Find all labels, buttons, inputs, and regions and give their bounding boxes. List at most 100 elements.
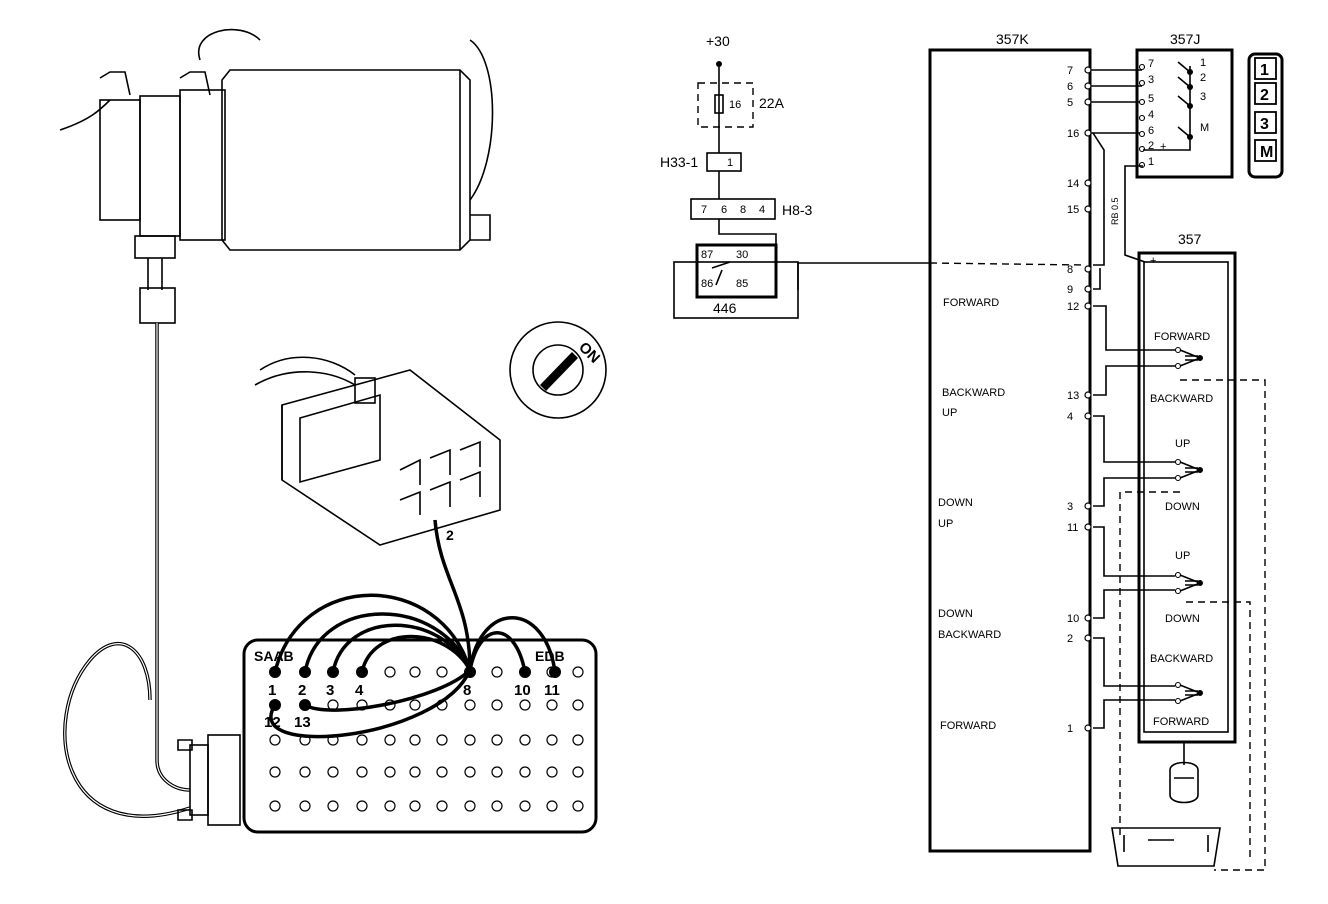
seat-icon (1111, 827, 1221, 867)
h33-connector (706, 152, 742, 172)
k-pin-13: 13 (1067, 390, 1079, 402)
test-box-socket (436, 766, 448, 778)
k-pin-terminal (1084, 179, 1092, 187)
test-box-brand-left: SAAB (254, 648, 294, 664)
test-box-socket (572, 766, 584, 778)
control-text-5: DOWN (1165, 613, 1200, 625)
j-switch-label-1: 1 (1200, 57, 1206, 69)
plug-connector: 2 (254, 356, 501, 546)
k-pin-15: 15 (1067, 204, 1079, 216)
test-box-socket (572, 800, 584, 812)
k-pin-7: 7 (1067, 65, 1073, 77)
switch-contact (1174, 362, 1182, 370)
test-box-pin-8: 8 (463, 682, 471, 699)
test-box-pin-11: 11 (544, 682, 560, 699)
j-switch-blade (1177, 61, 1191, 73)
j-pin-terminal (1138, 98, 1146, 106)
control-unit-illustration (59, 28, 494, 324)
test-box-socket (491, 666, 503, 678)
test-box-socket (491, 766, 503, 778)
357-plus: + (1150, 255, 1156, 267)
relay-label: 446 (713, 300, 737, 316)
test-box-socket (409, 666, 421, 678)
test-box-socket (356, 766, 368, 778)
memory-button-1[interactable] (1254, 57, 1277, 80)
test-box-socket (409, 800, 421, 812)
test-box-socket (409, 699, 421, 711)
j-pin-2: 2 (1148, 140, 1154, 152)
test-box-pin-10: 10 (514, 682, 531, 699)
memory-button-M[interactable] (1254, 139, 1277, 162)
k-text-4: UP (938, 518, 953, 530)
test-box-socket (464, 766, 476, 778)
j-pin-terminal (1138, 130, 1146, 138)
test-box-socket (269, 800, 281, 812)
357k-texts: FORWARDBACKWARDUPDOWNUPDOWNBACKWARDFORWA… (938, 297, 1005, 732)
j-switch-label-2: 2 (1200, 72, 1206, 84)
test-box-socket (356, 800, 368, 812)
k-pin-12: 12 (1067, 301, 1079, 313)
k-text-7: FORWARD (940, 720, 996, 732)
memory-button-3[interactable] (1254, 111, 1277, 134)
k-pin-6: 6 (1067, 81, 1073, 93)
k-pin-terminal (1084, 724, 1092, 732)
k-pin-terminal (1084, 82, 1092, 90)
relay-446 (695, 243, 778, 299)
supply-chain: +30 16 22A 1 H33-1 7 6 8 4 H8-3 87 30 86… (660, 33, 1086, 319)
k-pin-terminal (1084, 302, 1092, 310)
switch-contact (1174, 474, 1182, 482)
j-pin-7: 7 (1148, 58, 1154, 70)
ignition-switch: ON (509, 321, 607, 419)
interconnect-wiring (1092, 132, 1175, 729)
test-box-socket (299, 800, 311, 812)
test-box-socket (491, 699, 503, 711)
k-text-3: DOWN (938, 497, 973, 509)
k-pin-terminal (1084, 523, 1092, 531)
j-pin-4: 4 (1148, 109, 1154, 121)
switch-contact (1174, 587, 1182, 595)
test-box-socket (519, 734, 531, 746)
k-pin-16: 16 (1067, 128, 1079, 140)
test-box-socket (546, 699, 558, 711)
k-pin-terminal (1084, 502, 1092, 510)
j-switch-blade (1177, 95, 1191, 107)
357-texts: FORWARDBACKWARDUPDOWNUPDOWNBACKWARDFORWA… (1150, 331, 1213, 728)
test-box-socket (572, 734, 584, 746)
j-pin-1: 1 (1148, 156, 1154, 168)
test-box-socket (546, 800, 558, 812)
test-box-socket (356, 734, 368, 746)
motor-icon (1169, 761, 1199, 804)
memory-button-panel (1247, 52, 1284, 179)
plug-pin-2: 2 (446, 527, 454, 543)
357-label: 357 (1178, 231, 1202, 247)
memory-button-label-M: M (1260, 144, 1273, 161)
relay-pin-86: 86 (701, 278, 713, 290)
357j-plus: + (1160, 141, 1166, 153)
test-box-socket (546, 734, 558, 746)
k-pin-terminal (1084, 412, 1092, 420)
k-pin-5: 5 (1067, 97, 1073, 109)
j-switch-blade (1177, 76, 1191, 88)
j-pin-terminal (1138, 114, 1146, 122)
k-text-2: UP (942, 407, 957, 419)
fuse-icon (714, 94, 724, 114)
control-text-7: FORWARD (1153, 716, 1209, 728)
test-box-socket (464, 734, 476, 746)
k-text-1: BACKWARD (942, 387, 1005, 399)
test-box-socket (519, 800, 531, 812)
test-box-socket (436, 666, 448, 678)
k-pin-3: 3 (1067, 501, 1073, 513)
test-box-socket (436, 734, 448, 746)
switch-contact (1174, 571, 1182, 579)
test-box-socket (384, 666, 396, 678)
memory-button-2[interactable] (1254, 82, 1277, 105)
k-pin-2: 2 (1067, 633, 1073, 645)
test-box-socket (269, 734, 281, 746)
k-pin-terminal (1084, 205, 1092, 213)
h8-pin-8: 8 (740, 204, 746, 216)
k-pin-1: 1 (1067, 723, 1073, 735)
